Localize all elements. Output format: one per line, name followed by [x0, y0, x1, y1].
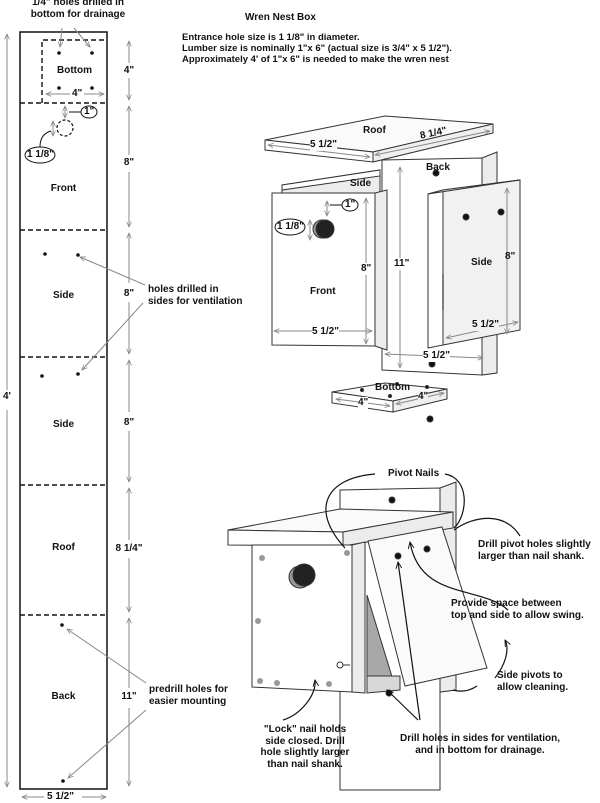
bottom-label: Bottom	[375, 382, 410, 393]
piece-label-front: Front	[50, 183, 77, 194]
mount-pointer	[67, 629, 147, 684]
bottom-depth-dim-label: 4"	[418, 391, 429, 403]
exploded-roof	[264, 115, 494, 163]
mount-hole	[60, 623, 64, 627]
hole-offset-label: 1"	[84, 106, 95, 117]
drain-hole	[90, 86, 94, 90]
side-right-width-label: 5 1/2"	[472, 319, 499, 331]
pivot-holes-note: Drill pivot holes slightly larger than n…	[478, 539, 591, 562]
drain-hole	[57, 86, 61, 90]
side-right-label: Side	[471, 257, 493, 268]
exploded-side-right	[427, 179, 521, 349]
diagram-title: Wren Nest Box	[245, 12, 316, 23]
dim-side2-length: 8"	[123, 417, 135, 428]
total-length-label: 4'	[3, 391, 11, 403]
back-label: Back	[426, 162, 450, 173]
callout-leader	[39, 130, 52, 148]
note-lumber-size: Lumber size is nominally 1"x 6" (actual …	[182, 42, 452, 54]
assembled-bottom	[366, 675, 401, 694]
dim-front-length: 8"	[123, 157, 135, 168]
vent-pointer	[80, 256, 146, 286]
vent-drain-note: Drill holes in sides for ventilation, an…	[399, 733, 561, 756]
piece-label-side-2: Side	[52, 419, 75, 430]
vent-hole	[76, 253, 80, 257]
front-nails	[255, 550, 350, 687]
piece-label-back: Back	[51, 691, 76, 702]
front-label: Front	[310, 286, 336, 297]
bottom-width-dim-label: 4"	[358, 397, 369, 409]
drain-pointer	[73, 27, 90, 47]
cut-layout	[7, 27, 147, 797]
dim-bottom-length: 4"	[123, 65, 135, 76]
board-outline	[19, 31, 108, 790]
note-hole-size: Entrance hole size is 1 1/8" in diameter…	[182, 32, 360, 43]
drain-pointer	[60, 27, 62, 47]
drain-hole	[90, 51, 94, 55]
lock-nail	[336, 661, 344, 669]
vent-hole	[76, 372, 80, 376]
piece-label-roof: Roof	[52, 542, 75, 553]
drain-hole	[57, 51, 61, 55]
side-pivot-note: Side pivots to allow cleaning.	[497, 670, 569, 693]
general-notes: Entrance hole size is 1 1/8" in diameter…	[182, 32, 452, 66]
dim-side1-length: 8"	[123, 288, 135, 299]
back-width-label: 5 1/2"	[423, 350, 450, 362]
front-width-label: 5 1/2"	[312, 326, 339, 338]
annotation-leaders	[282, 473, 521, 721]
exploded-front	[271, 189, 388, 351]
pivot-nails-label: Pivot Nails	[388, 468, 440, 479]
piece-label-bottom: Bottom	[57, 65, 92, 76]
vent-hole	[40, 374, 44, 378]
piece-label-side-1: Side	[52, 290, 75, 301]
hole-diameter-label: 1 1/8"	[27, 149, 54, 160]
ventilation-note: holes drilled in sides for ventilation	[148, 284, 243, 307]
side-left-label: Side	[350, 178, 372, 189]
drainage-note: 1/4" holes drilled in bottom for drainag…	[30, 0, 126, 20]
assembled-view	[227, 473, 521, 791]
front-hole-offset-label: 1"	[345, 199, 356, 210]
dim-roof-length: 8 1/4"	[115, 543, 143, 554]
board-width-label: 5 1/2"	[47, 791, 74, 802]
mount-hole	[388, 496, 396, 504]
roof-width-label: 5 1/2"	[310, 139, 337, 151]
front-height-label: 8"	[361, 263, 372, 275]
dim-back-length: 11"	[121, 691, 137, 702]
piece-dims	[22, 41, 129, 797]
mounting-note: predrill holes for easier mounting	[149, 684, 228, 707]
side-right-height-label: 8"	[505, 251, 516, 262]
vent-hole	[43, 252, 47, 256]
mount-pointer	[68, 709, 147, 778]
swing-space-note: Provide space between top and side to al…	[451, 598, 584, 621]
roof-label: Roof	[363, 125, 386, 136]
bottom-cut-outline	[41, 39, 107, 103]
bottom-width-label: 4"	[72, 88, 83, 99]
assembled-side-edge	[351, 541, 366, 694]
exploded-view	[264, 115, 521, 423]
vent-pointer	[82, 302, 144, 370]
lock-nail-note: "Lock" nail holds side closed. Drill hol…	[260, 724, 350, 770]
back-height-label: 11"	[394, 258, 410, 270]
entrance-hole-outline	[56, 119, 74, 137]
note-lumber-length: Approximately 4' of 1"x 6" is needed to …	[182, 53, 449, 65]
mount-hole	[61, 779, 65, 783]
front-hole-diameter-label: 1 1/8"	[277, 221, 304, 232]
